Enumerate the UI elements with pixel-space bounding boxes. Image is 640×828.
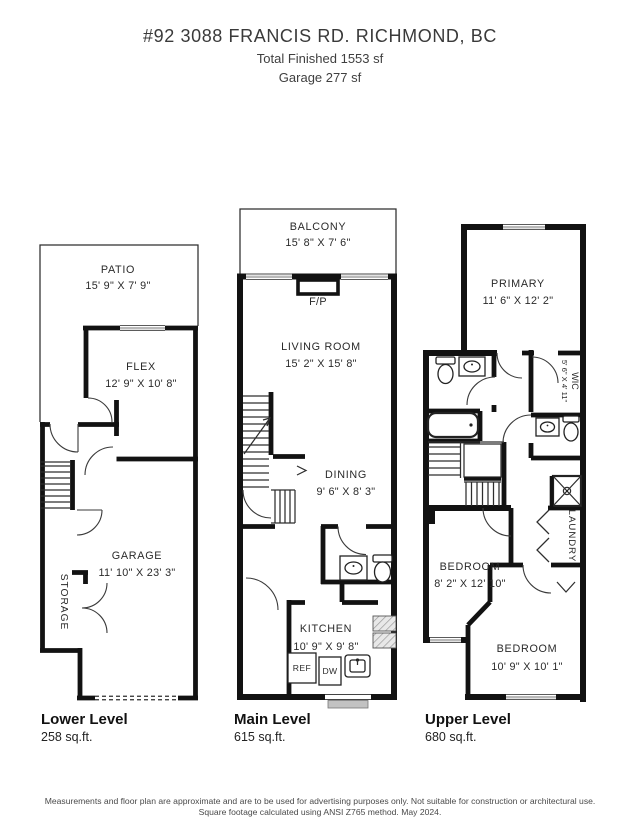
laundry-chute-box — [549, 474, 583, 508]
upper-windows — [430, 223, 556, 701]
powder-toilet-icon — [372, 554, 393, 583]
stairs-lower — [40, 461, 70, 509]
patio-label: PATIO — [101, 264, 135, 276]
bathtub-icon — [426, 411, 480, 439]
main-level-plan: BALCONY 15' 8" X 7' 6" F/P LIVING ROOM 1… — [237, 208, 397, 709]
balcony-outline — [239, 208, 397, 274]
stairs-main — [243, 395, 308, 524]
bedroom2-dims: 10' 9" X 10' 1" — [491, 661, 563, 673]
fireplace-label: F/P — [309, 296, 327, 308]
bedroom2-door-chevron — [556, 581, 576, 593]
laundry-label: LAUNDRY — [566, 510, 577, 563]
primary-dims: 11' 6" X 12' 2" — [483, 295, 554, 307]
balcony-dims: 15' 8" X 7' 6" — [285, 237, 350, 249]
bath1-toilet-icon — [435, 356, 456, 385]
upper-level-area: 680 sq.ft. — [425, 730, 477, 744]
page-title: #92 3088 FRANCIS RD. RICHMOND, BC — [143, 26, 497, 46]
flex-window — [120, 324, 165, 332]
flex-dims: 12' 9" X 10' 8" — [105, 378, 177, 390]
wall-stub — [423, 505, 435, 524]
patio-dims: 15' 9" X 7' 9" — [85, 280, 150, 292]
door-arcs-main — [242, 489, 367, 611]
stairs-upper — [428, 441, 504, 506]
upper-level-caption: Upper Level 680 sq.ft. — [425, 711, 595, 744]
storage-label: STORAGE — [58, 574, 69, 631]
disclaimer: Measurements and floor plan are approxim… — [0, 796, 640, 818]
bedroom2-label: BEDROOM — [497, 643, 558, 655]
dining-dims: 9' 6" X 8' 3" — [317, 486, 376, 498]
upper-level-name: Upper Level — [425, 711, 511, 728]
flex-label: FLEX — [126, 361, 156, 373]
primary-label: PRIMARY — [491, 278, 545, 290]
living-room-dims: 15' 2" X 15' 8" — [285, 358, 357, 370]
total-finished-area: Total Finished 1553 sf — [256, 51, 384, 66]
main-exterior-walls — [237, 273, 397, 700]
entry-porch — [325, 693, 371, 709]
bath2-sink-icon — [535, 417, 560, 437]
main-level-area: 615 sq.ft. — [234, 730, 286, 744]
kitchen-label: KITCHEN — [300, 623, 352, 635]
main-interior-walls — [240, 392, 397, 697]
main-level-caption: Main Level 615 sq.ft. — [234, 711, 404, 744]
dining-label: DINING — [325, 469, 367, 481]
garage-area: Garage 277 sf — [278, 70, 362, 85]
balcony-label: BALCONY — [290, 221, 347, 233]
bath1-sink-icon — [458, 356, 486, 377]
kitchen-counter — [372, 615, 397, 649]
garage-dims: 11' 10" X 23' 3" — [98, 567, 175, 579]
main-level-name: Main Level — [234, 711, 311, 728]
door-arcs-lower — [49, 397, 114, 634]
disclaimer-line2: Square footage calculated using ANSI Z76… — [198, 807, 442, 817]
upper-interior-walls — [423, 350, 586, 698]
lower-level-plan: PATIO 15' 9" X 7' 9" FLEX 12' 9" X 10' 8… — [39, 244, 199, 702]
patio-outline — [39, 244, 199, 422]
balcony-windows — [246, 273, 388, 281]
garage-label: GARAGE — [112, 550, 162, 562]
ref-label: REF — [293, 663, 311, 673]
lower-level-caption: Lower Level 258 sq.ft. — [41, 711, 211, 744]
door-arcs-upper — [466, 352, 559, 594]
disclaimer-line1: Measurements and floor plan are approxim… — [44, 796, 596, 806]
wic-label: WIC — [570, 372, 580, 390]
bedroom1-label: BEDROOM — [440, 561, 501, 573]
living-room-label: LIVING ROOM — [281, 341, 361, 353]
kitchen-sink-icon — [344, 654, 371, 678]
powder-sink-icon — [339, 555, 368, 581]
fridge-box — [287, 652, 317, 684]
garage-door — [95, 694, 178, 702]
lower-level-name: Lower Level — [41, 711, 128, 728]
bath2-toilet-icon — [562, 415, 580, 442]
dw-label: DW — [322, 666, 338, 676]
lower-level-area: 258 sq.ft. — [41, 730, 93, 744]
kitchen-dims: 10' 9" X 9' 8" — [293, 641, 358, 653]
laundry-bifold-doors — [536, 509, 550, 563]
header: #92 3088 FRANCIS RD. RICHMOND, BC Total … — [0, 26, 640, 85]
upper-level-plan: PRIMARY 11' 6" X 12' 2" 5' 6" X 4' 11" W… — [423, 223, 586, 702]
bedroom1-dims: 8' 2" X 12' 10" — [434, 578, 506, 590]
dishwasher-box — [318, 656, 342, 686]
fireplace — [296, 278, 340, 296]
wic-dims: 5' 6" X 4' 11" — [560, 360, 569, 403]
